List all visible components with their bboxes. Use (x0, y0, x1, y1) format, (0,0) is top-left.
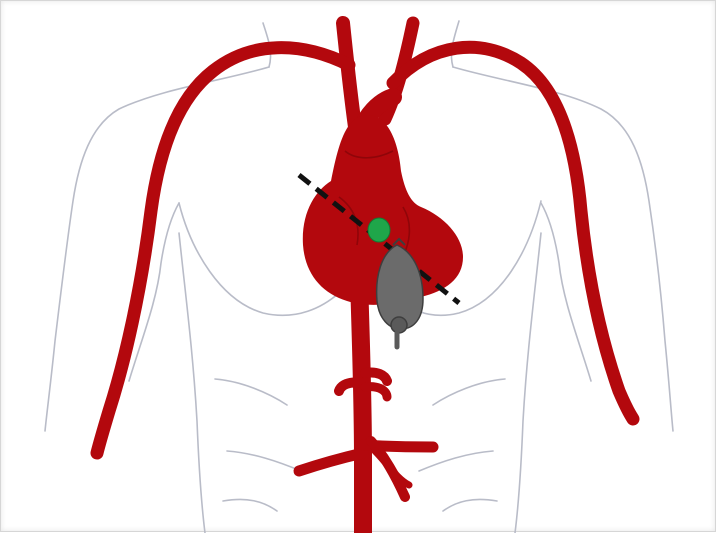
abdomen-lower-right (419, 451, 493, 471)
abdomen-right-line (433, 379, 505, 405)
green-marker-dot (368, 218, 390, 242)
left-shoulder-outline (45, 67, 269, 431)
abdomen-bottom-right (443, 499, 497, 511)
left-torso-side (179, 233, 205, 533)
abdomen-lower-left (227, 451, 301, 471)
descending-aorta (359, 281, 363, 533)
renal-artery-left (299, 453, 363, 471)
abdomen-bottom-left (223, 499, 277, 511)
right-torso-side (515, 233, 541, 533)
abdomen-left-line (215, 379, 287, 405)
device-port (391, 317, 407, 333)
